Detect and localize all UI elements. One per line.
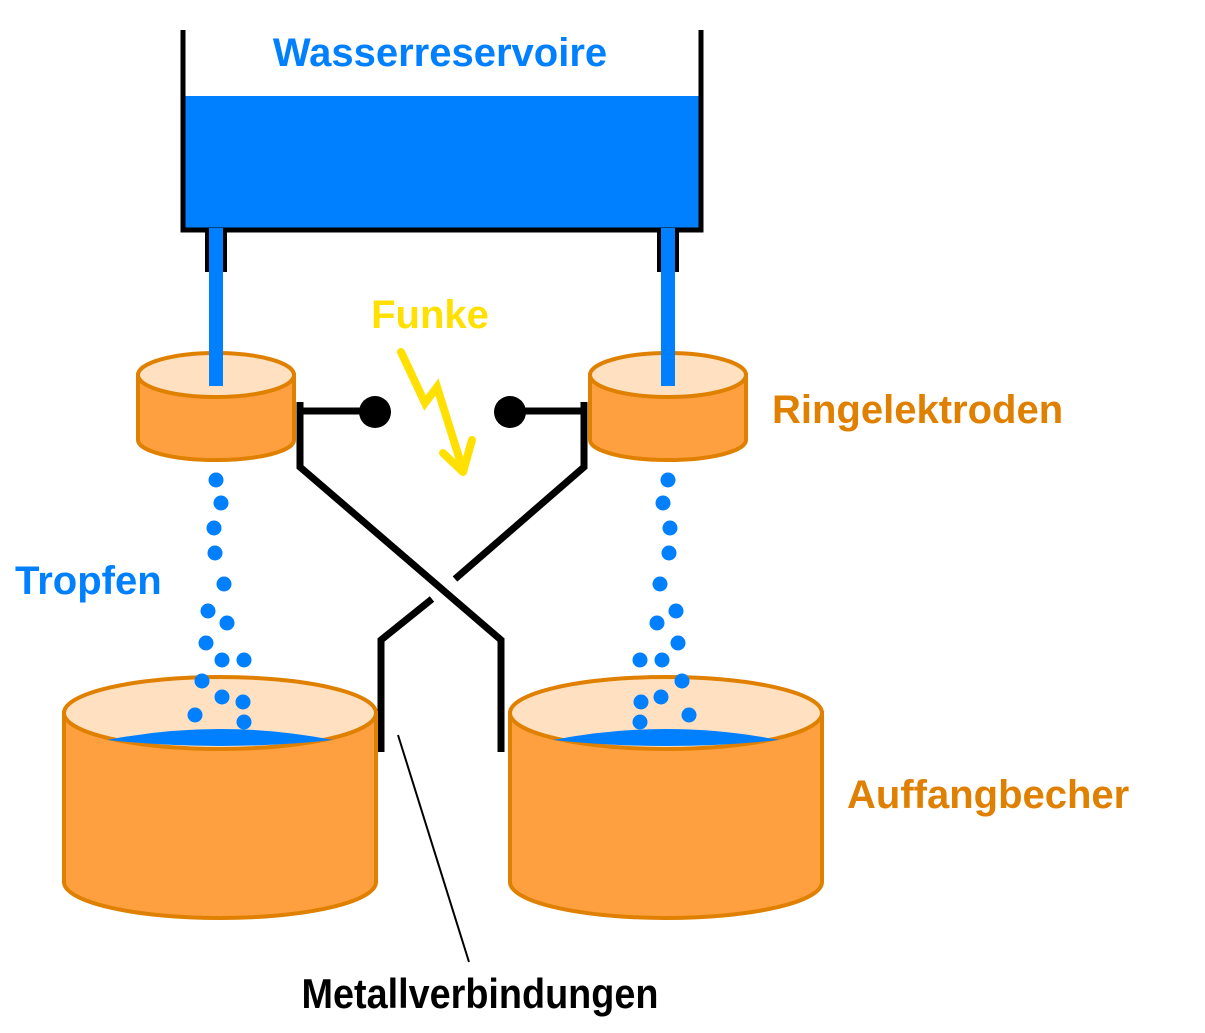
drop [662, 520, 678, 536]
reservoir-label: Wasserreservoire [273, 31, 607, 75]
drop [200, 603, 216, 619]
collecting-cup-left [62, 673, 378, 920]
drop [670, 635, 686, 651]
drop [236, 652, 252, 668]
drop [668, 603, 684, 619]
drop [207, 545, 223, 561]
drops-right [632, 472, 686, 668]
ring-electrode-left [136, 300, 296, 462]
drop [633, 694, 649, 710]
drop [236, 714, 252, 730]
spark-terminal-left [359, 396, 391, 428]
drop [655, 495, 671, 511]
drop [632, 714, 648, 730]
drop [654, 652, 670, 668]
drop [661, 545, 677, 561]
wire-right-electrode-lower [377, 596, 435, 752]
collecting-cups-label: Auffangbecher [847, 773, 1129, 817]
drops-left [198, 472, 252, 668]
drop [649, 615, 665, 631]
drop [214, 652, 230, 668]
drop [660, 472, 676, 488]
drops-label: Tropfen [15, 559, 162, 603]
metal-connections [296, 402, 588, 752]
drop [219, 615, 235, 631]
water-reservoir: Wasserreservoire [180, 30, 704, 233]
drop [213, 495, 229, 511]
drop [216, 576, 232, 592]
spark-bolt-icon [397, 348, 476, 476]
ring-electrodes-label: Ringelektroden [772, 388, 1063, 432]
cup-water-right [553, 729, 779, 746]
drop [681, 707, 697, 723]
metal-connections-label: Metallverbindungen [302, 971, 659, 1017]
collecting-cup-right [508, 673, 824, 920]
drop [198, 635, 214, 651]
drop [235, 694, 251, 710]
wire-left-electrode-to-right-cup [296, 402, 505, 752]
drop [652, 576, 668, 592]
drop [632, 652, 648, 668]
metal-connections-leader-line [397, 734, 470, 963]
drop [187, 707, 203, 723]
drop [674, 673, 690, 689]
drop [194, 673, 210, 689]
ring-electrode-right [588, 300, 748, 462]
reservoir-wall [180, 30, 704, 233]
drop [214, 689, 230, 705]
cup-water-left [107, 729, 333, 746]
drop [208, 472, 224, 488]
drop [653, 689, 669, 705]
wire-right-electrode-upper [452, 402, 588, 582]
drop [206, 520, 222, 536]
reservoir-water [183, 96, 701, 230]
spark-label: Funke [371, 293, 489, 337]
spark-terminal-right [494, 396, 526, 428]
